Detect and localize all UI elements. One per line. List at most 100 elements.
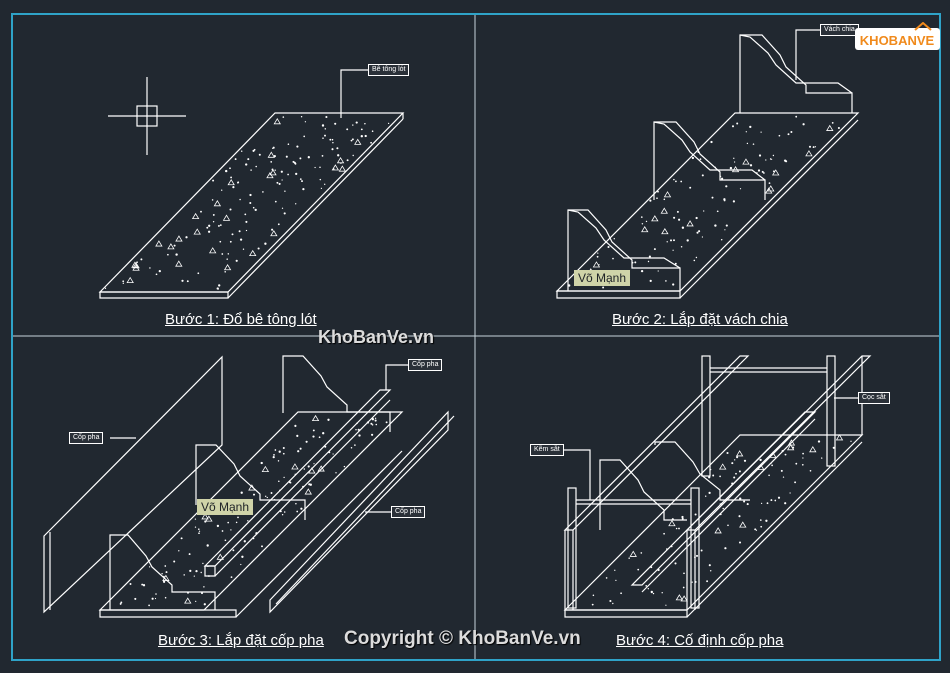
speckle-dot [602, 286, 605, 289]
speckle-dot [634, 261, 637, 264]
speckle-dot [225, 169, 228, 173]
speckle-dot [321, 124, 325, 127]
speckle-dot [694, 513, 697, 516]
speckle-dot [716, 210, 719, 213]
aggregate-mark [338, 165, 347, 172]
speckle-dot [729, 166, 733, 170]
speckle-dot [352, 124, 354, 126]
speckle-dot [812, 146, 815, 149]
aggregate-mark [651, 215, 659, 222]
speckle-dot [781, 450, 784, 453]
speckle-dot [148, 604, 150, 607]
speckle-dot [226, 258, 228, 260]
aggregate-mark [304, 488, 312, 495]
speckle-dot [240, 548, 242, 551]
speckle-dot [350, 446, 353, 449]
speckle-dot [240, 563, 242, 566]
speckle-dot [371, 424, 374, 426]
speckle-dot [221, 189, 223, 191]
aggregate-mark [175, 260, 183, 267]
speckle-dot [175, 253, 178, 256]
speckle-dot [297, 450, 300, 453]
speckle-dot [738, 515, 741, 518]
speckle-dot [324, 183, 326, 185]
aggregate-mark [175, 235, 183, 242]
speckle-dot [645, 584, 648, 587]
speckle-dot [746, 503, 749, 506]
speckle-dot [227, 253, 230, 255]
speckle-dot [645, 220, 648, 223]
speckle-dot [672, 283, 675, 286]
speckle-dot [141, 583, 144, 586]
speckle-dot [272, 147, 274, 150]
speckle-dot [674, 562, 677, 565]
aggregate-mark [223, 264, 232, 271]
speckle-dot [351, 138, 354, 141]
aggregate-mark [266, 172, 274, 179]
speckle-dot [219, 240, 222, 243]
speckle-dot [238, 230, 241, 233]
speckle-dot [262, 191, 264, 193]
aggregate-mark [273, 118, 281, 125]
speckle-dot [694, 556, 696, 559]
speckle-dot [671, 545, 673, 548]
speckle-dot [609, 599, 612, 603]
crosshair-cursor [108, 77, 186, 155]
speckle-dot [568, 284, 571, 287]
speckle-dot [832, 446, 835, 449]
speckle-dot [253, 148, 256, 151]
speckle-dot [731, 482, 734, 485]
speckle-dot [666, 548, 668, 550]
aggregate-mark [155, 240, 163, 247]
speckle-dot [358, 434, 361, 437]
speckle-dot [371, 130, 374, 132]
speckle-dot [318, 436, 321, 439]
aggregate-mark [291, 463, 299, 470]
speckle-dot [757, 169, 761, 172]
aggregate-mark [660, 207, 668, 214]
speckle-dot [335, 472, 337, 474]
speckle-dot [706, 580, 709, 583]
speckle-dot [340, 162, 342, 164]
aggregate-mark [835, 434, 844, 441]
speckle-dot [831, 121, 834, 124]
speckle-dot [151, 597, 154, 600]
speckle-dot [260, 461, 263, 465]
speckle-dot [194, 526, 197, 528]
aggregate-mark [222, 214, 231, 221]
speckle-dot [247, 520, 249, 522]
author-stamp-2: Võ Mạnh [197, 499, 254, 515]
speckle-dot [761, 170, 764, 173]
aggregate-mark [167, 243, 175, 250]
speckle-dot [375, 423, 378, 426]
aggregate-mark [132, 262, 140, 269]
speckle-dot [320, 187, 323, 190]
speckle-dot [173, 244, 176, 247]
aggregate-mark [663, 191, 672, 198]
speckle-dot [675, 180, 677, 183]
panel4-steel-stakes [567, 355, 836, 609]
aggregate-mark [661, 227, 669, 235]
aggregate-mark [193, 228, 201, 235]
speckle-dot [303, 468, 306, 470]
aggregate-mark [772, 169, 780, 176]
speckle-dot [282, 452, 285, 455]
speckle-dot [647, 588, 649, 590]
speckle-dot [770, 499, 773, 502]
speckle-dot [784, 502, 787, 505]
speckle-dot [202, 562, 204, 565]
speckle-dot [592, 594, 595, 597]
speckle-dot [140, 258, 143, 261]
speckle-dot [281, 514, 284, 516]
speckle-dot [247, 158, 250, 161]
speckle-dot [765, 159, 767, 161]
speckle-dot [647, 260, 650, 263]
speckle-dot [325, 115, 328, 119]
speckle-dot [305, 440, 308, 443]
speckle-dot [307, 156, 310, 159]
watermark-site: KhoBanVe.vn [318, 327, 435, 347]
speckle-dot [208, 224, 211, 227]
speckle-dot [736, 456, 739, 459]
speckle-dot [334, 122, 337, 125]
aggregate-mark [131, 261, 139, 268]
